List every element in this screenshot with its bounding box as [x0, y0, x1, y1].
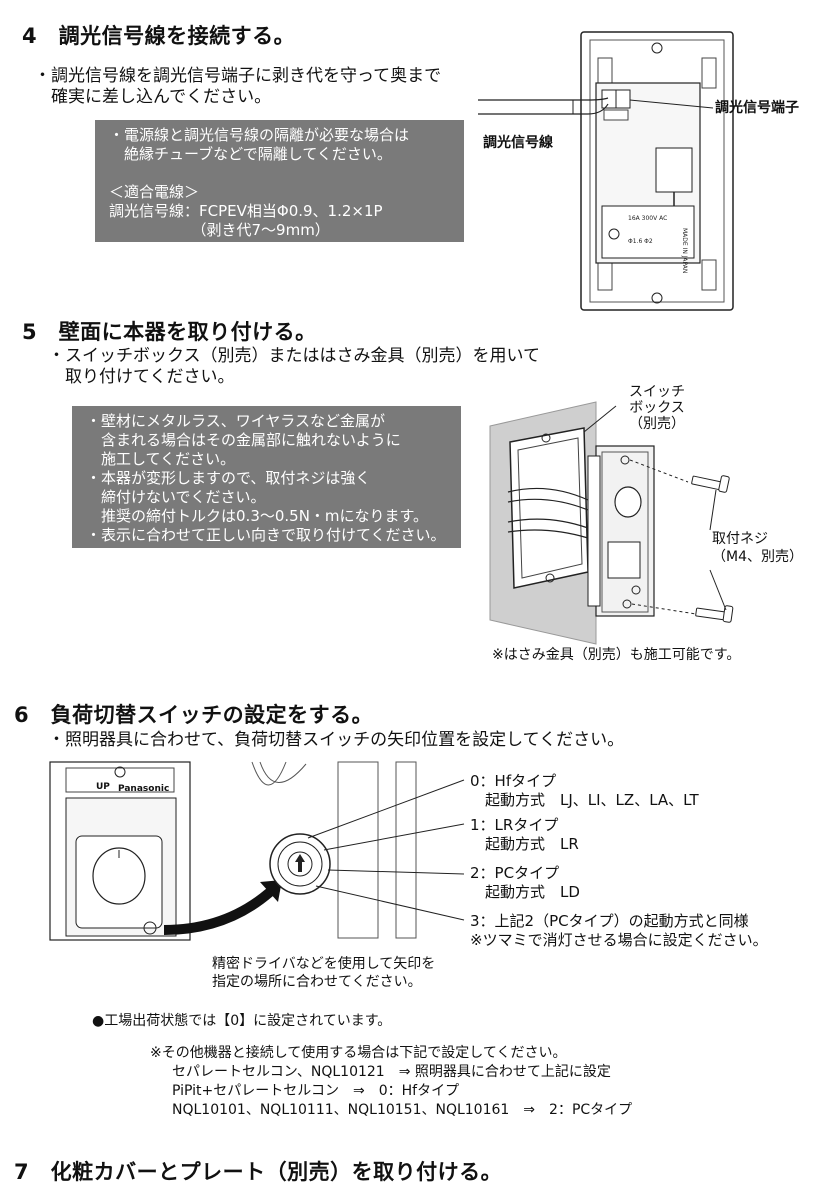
step6-instruction: ・照明器具に合わせて、負荷切替スイッチの矢印位置を設定してください。 — [48, 730, 625, 750]
factory-setting: ●工場出荷状態では【0】に設定されています。 — [92, 1013, 392, 1029]
svg-text:MADE IN JAPAN: MADE IN JAPAN — [681, 228, 688, 273]
device-line: PiPit+セパレートセルコン ⇒ 0：Hfタイプ — [172, 1083, 460, 1099]
step5-install-illustration — [489, 401, 734, 645]
driver-note: 精密ドライバなどを使用して矢印を 指定の場所に合わせてください。 — [212, 956, 436, 990]
wire-label: 調光信号線 — [483, 135, 553, 151]
svg-text:Φ1.6 Φ2: Φ1.6 Φ2 — [628, 238, 653, 245]
screw-label: 取付ネジ （M4、別売） — [712, 531, 803, 565]
step5-instruction: ・スイッチボックス（別売）またははさみ金具（別売）を用いて 取り付けてください。 — [48, 346, 540, 387]
step4-note-box: ・電源線と調光信号線の隔離が必要な場合は 絶縁チューブなどで隔離してください。 … — [95, 120, 464, 242]
device-up-mark: UP — [96, 782, 110, 792]
step4-device-illustration: 16A 300V AC Φ1.6 Φ2 MADE IN JAPAN — [478, 31, 734, 311]
device-brand: Panasonic — [118, 784, 170, 794]
step4-instruction: ・調光信号線を調光信号端子に剥き代を守って奥まで 確実に差し込んでください。 — [34, 66, 442, 107]
step4-heading: 4 調光信号線を接続する。 — [22, 24, 296, 48]
step7-heading: 7 化粧カバーとプレート（別売）を取り付ける。 — [14, 1160, 503, 1184]
svg-text:16A 300V AC: 16A 300V AC — [628, 215, 667, 222]
option-1: 1：LRタイプ 起動方式 LR — [470, 816, 579, 853]
switch-box-label: スイッチ ボックス （別売） — [629, 384, 685, 432]
step5-heading: 5 壁面に本器を取り付ける。 — [22, 320, 317, 344]
device-line: セパレートセルコン、NQL10121 ⇒ 照明器具に合わせて上記に設定 — [172, 1064, 611, 1080]
option-0: 0：Hfタイプ 起動方式 LJ、LI、LZ、LA、LT — [470, 772, 699, 809]
step5-note-box: ・壁材にメタルラス、ワイヤラスなど金属が 含まれる場合はその金属部に触れないよう… — [72, 406, 461, 548]
option-2: 2：PCタイプ 起動方式 LD — [470, 864, 580, 901]
step6-heading: 6 負荷切替スイッチの設定をする。 — [14, 703, 374, 727]
device-line: NQL10101、NQL10111、NQL10151、NQL10161 ⇒ 2：… — [172, 1102, 633, 1118]
terminal-label: 調光信号端子 — [715, 100, 799, 116]
option-3: 3：上記2（PCタイプ）の起動方式と同様 ※ツマミで消灯させる場合に設定ください… — [470, 912, 768, 949]
step5-footnote: ※はさみ金具（別売）も施工可能です。 — [492, 647, 741, 663]
step6-switch-illustration — [49, 761, 465, 941]
other-devices-note: ※その他機器と接続して使用する場合は下記で設定してください。 — [150, 1045, 567, 1061]
